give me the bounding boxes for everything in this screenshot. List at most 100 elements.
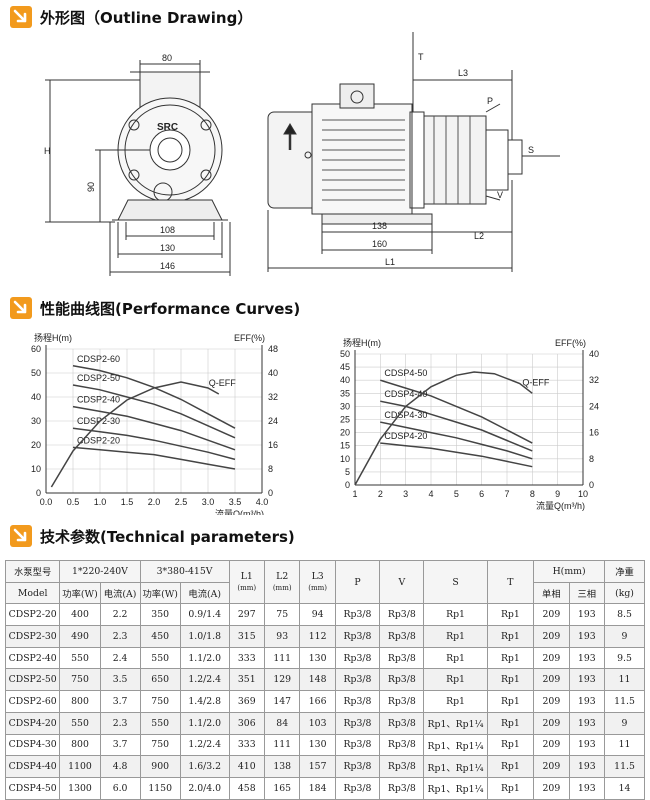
y-tick-label: 0 xyxy=(345,480,350,490)
table-cell: 193 xyxy=(568,690,606,713)
dim-l1-label: L1 xyxy=(385,257,395,267)
dim-80-label: 80 xyxy=(162,53,172,63)
y2-tick-label: 48 xyxy=(268,344,278,354)
table-cell: 1.4/2.8 xyxy=(179,690,230,713)
table-cell: 111 xyxy=(263,733,301,757)
table-cell: Rp3/8 xyxy=(379,733,425,757)
table-cell: Rp3/8 xyxy=(334,776,381,800)
params-section-title: 技术参数(Technical parameters) xyxy=(40,527,295,546)
table-cell: Rp1、Rp1¼ xyxy=(423,776,488,800)
table-cell: CDSP4-40 xyxy=(4,755,61,778)
table-cell: 94 xyxy=(299,603,336,627)
table-cell: 193 xyxy=(568,711,606,735)
y-tick-label: 10 xyxy=(340,454,350,464)
table-cell: Rp1 xyxy=(486,733,535,757)
table-cell: Rp3/8 xyxy=(379,711,425,735)
y2-tick-label: 40 xyxy=(589,349,599,359)
y2-tick-label: 8 xyxy=(268,464,273,474)
y-tick-label: 60 xyxy=(31,344,41,354)
table-cell: CDSP2-50 xyxy=(4,668,61,692)
dim-108-label: 108 xyxy=(160,225,175,235)
table-cell: 193 xyxy=(568,668,606,692)
table-cell: Rp1 xyxy=(486,668,535,692)
table-cell: 9.5 xyxy=(604,646,645,670)
x-tick-label: 0.0 xyxy=(40,497,53,507)
table-cell: 130 xyxy=(299,646,336,670)
table-cell: Rp3/8 xyxy=(379,625,425,648)
table-cell: 1150 xyxy=(139,776,181,800)
y-tick-label: 40 xyxy=(340,375,350,385)
table-cell: 2.4 xyxy=(99,646,141,670)
series-label: Q-EFF xyxy=(522,377,549,387)
table-cell: 209 xyxy=(533,690,570,713)
header-l1-label: L1 xyxy=(240,571,253,583)
x-tick-label: 5 xyxy=(454,489,459,499)
y-tick-label: 25 xyxy=(340,415,350,425)
y-tick-label: 20 xyxy=(31,440,41,450)
table-cell: Rp1 xyxy=(423,603,488,627)
table-cell: 2.3 xyxy=(99,711,141,735)
orange-arrow-icon xyxy=(10,525,32,547)
table-cell: 157 xyxy=(299,755,336,778)
table-cell: Rp3/8 xyxy=(379,646,425,670)
header-v: V xyxy=(379,559,425,605)
table-cell: Rp3/8 xyxy=(379,755,425,778)
header-weight: 净重 xyxy=(604,560,645,583)
series-line xyxy=(72,384,236,439)
header-l1-unit: (mm) xyxy=(237,584,257,593)
table-cell: 193 xyxy=(568,755,606,778)
table-cell: Rp1 xyxy=(486,603,535,627)
table-cell: Rp3/8 xyxy=(379,603,425,627)
side-view xyxy=(267,32,560,272)
outline-section-header: 外形图（Outline Drawing） xyxy=(10,5,252,29)
series-line xyxy=(72,405,236,451)
series-label: CDSP4-20 xyxy=(384,431,427,441)
orange-arrow-icon xyxy=(10,6,32,28)
header-single-phase-voltage: 1*220-240V xyxy=(59,560,141,583)
header-l3: L3(mm) xyxy=(299,559,336,605)
table-cell: Rp3/8 xyxy=(334,711,381,735)
table-cell: 130 xyxy=(299,733,336,757)
orange-arrow-icon xyxy=(10,297,32,319)
header-power-3ph: 功率(W) xyxy=(139,581,181,605)
dim-138-label: 138 xyxy=(372,221,387,231)
header-h: H(mm) xyxy=(533,560,606,583)
table-cell: 550 xyxy=(59,711,101,735)
table-cell: 450 xyxy=(139,625,181,648)
y2-tick-label: 40 xyxy=(268,368,278,378)
table-cell: 193 xyxy=(568,646,606,670)
y-tick-label: 20 xyxy=(340,428,350,438)
table-cell: 490 xyxy=(59,625,101,648)
dim-p-label: P xyxy=(487,96,493,106)
table-cell: CDSP2-30 xyxy=(4,625,61,648)
table-cell: Rp1 xyxy=(486,711,535,735)
table-cell: 458 xyxy=(228,776,265,800)
header-model-cn: 水泵型号 xyxy=(4,560,61,583)
table-cell: 84 xyxy=(263,711,301,735)
table-cell: Rp1 xyxy=(486,646,535,670)
table-cell: 333 xyxy=(228,733,265,757)
table-cell: 650 xyxy=(139,668,181,692)
x-tick-label: 7 xyxy=(504,489,509,499)
y-tick-label: 40 xyxy=(31,392,41,402)
header-l2-unit: (mm) xyxy=(272,584,292,593)
dim-t-label: T xyxy=(418,52,424,62)
table-cell: 1.0/1.8 xyxy=(179,625,230,648)
table-cell: 209 xyxy=(533,646,570,670)
table-cell: 550 xyxy=(139,711,181,735)
x-tick-label: 6 xyxy=(479,489,484,499)
y2-tick-label: 8 xyxy=(589,454,594,464)
table-cell: CDSP2-20 xyxy=(4,603,61,627)
table-cell: 11 xyxy=(604,733,645,757)
table-cell: 550 xyxy=(139,646,181,670)
x-tick-label: 4.0 xyxy=(256,497,269,507)
x-tick-label: 1.5 xyxy=(121,497,134,507)
x-tick-label: 0.5 xyxy=(67,497,80,507)
table-cell: CDSP2-40 xyxy=(4,646,61,670)
table-cell: 750 xyxy=(139,733,181,757)
series-label: CDSP2-20 xyxy=(77,435,120,445)
table-cell: 315 xyxy=(228,625,265,648)
header-weight-unit: (kg) xyxy=(604,581,645,605)
